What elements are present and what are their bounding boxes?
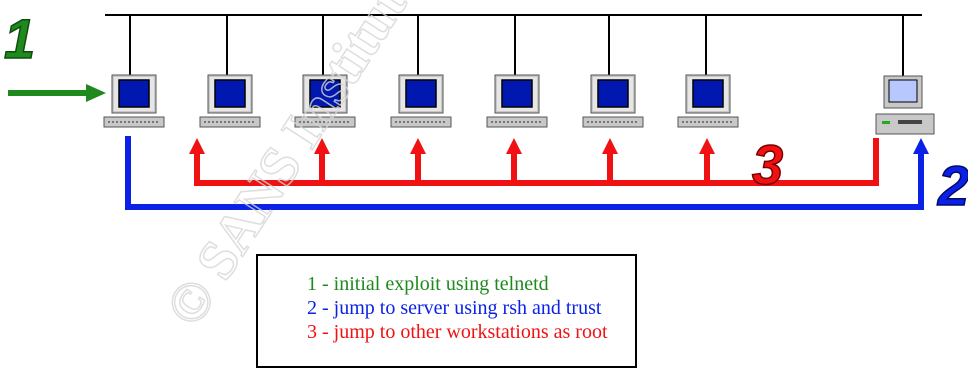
- workstation-2: [199, 74, 261, 128]
- blue-attack-path: [125, 136, 924, 210]
- workstation-6: [582, 74, 644, 128]
- red-attack-paths: [194, 138, 879, 186]
- blue-arrowhead: [913, 138, 929, 154]
- legend-item-3: 3 - jump to other workstations as root: [307, 321, 608, 343]
- red-arrowheads: [189, 138, 715, 154]
- label-1: 1: [4, 7, 35, 70]
- workstation-4: [390, 74, 452, 128]
- legend-item-1: 1 - initial exploit using telnetd: [307, 273, 549, 295]
- workstation-5: [486, 74, 548, 128]
- workstation-3: [294, 74, 356, 128]
- label-3: 3: [752, 133, 783, 196]
- workstation-1: [103, 74, 165, 128]
- workstation-7: [677, 74, 739, 128]
- server: [875, 75, 935, 135]
- legend-item-2: 2 - jump to server using rsh and trust: [307, 297, 602, 319]
- legend-box: 1 - initial exploit using telnetd 2 - ju…: [256, 254, 637, 368]
- label-2: 2: [937, 154, 968, 217]
- green-arrowhead: [86, 84, 106, 102]
- drop-lines: [129, 15, 904, 78]
